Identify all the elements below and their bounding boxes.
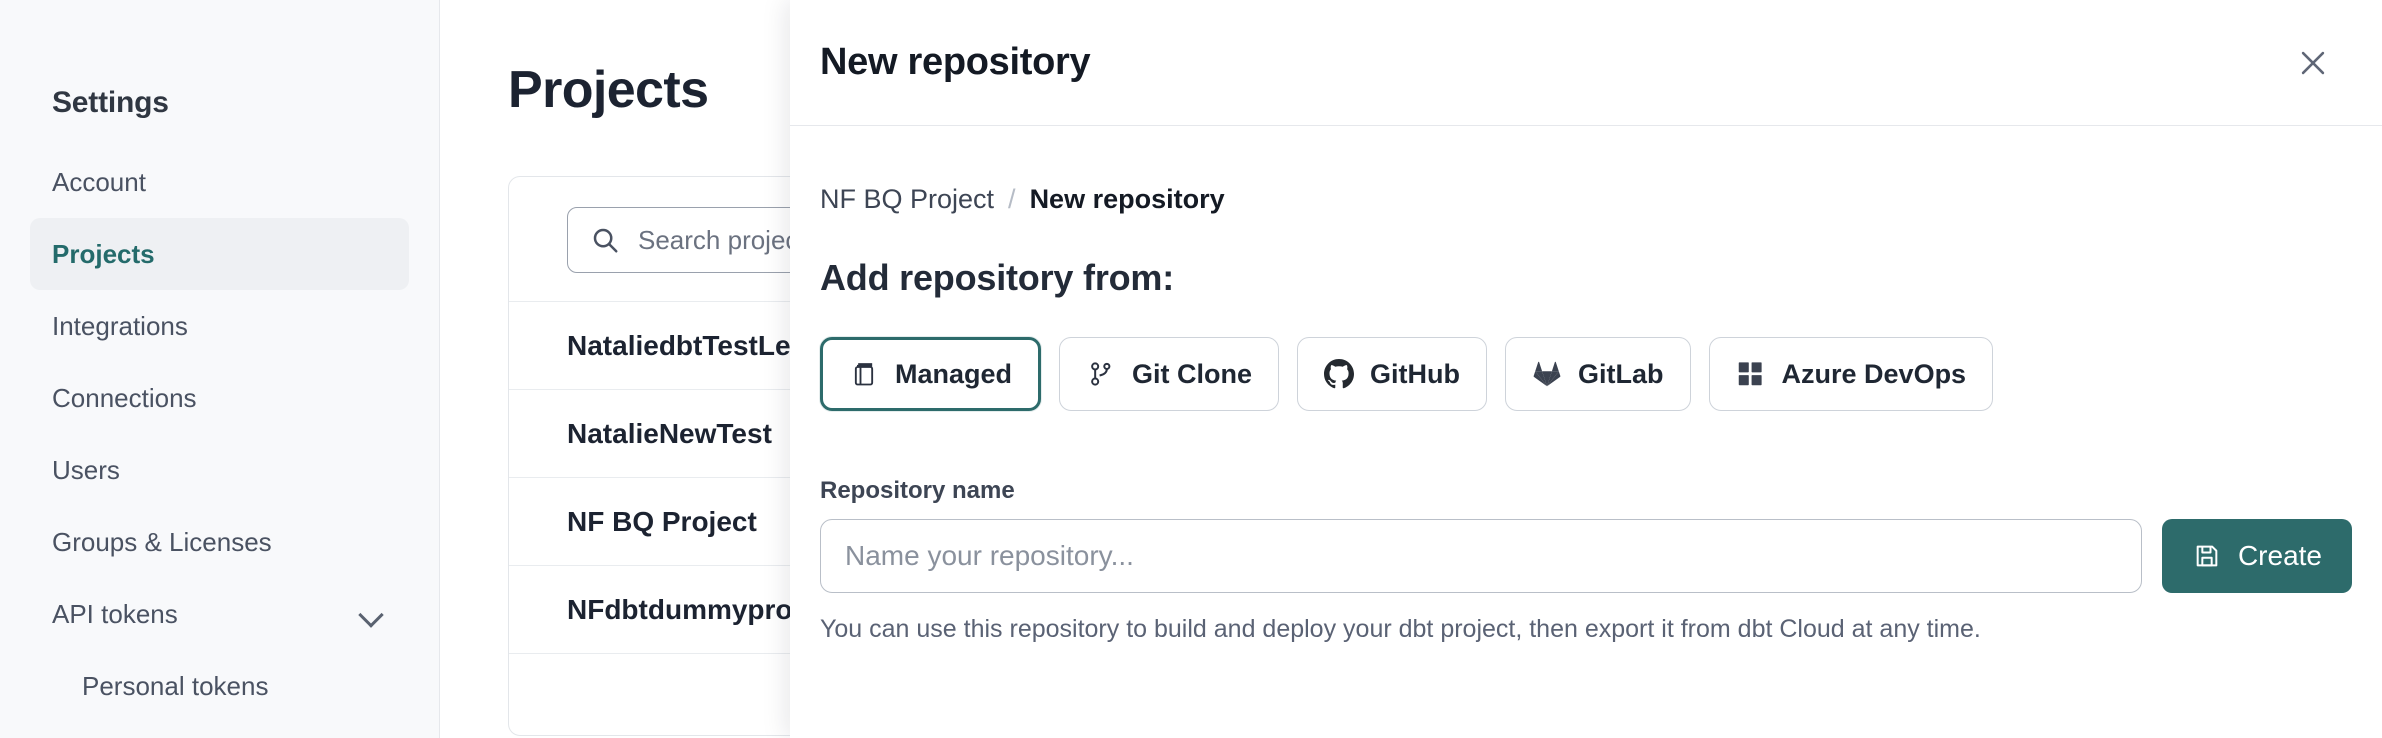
new-repository-modal: New repository NF BQ Project / New repos… — [790, 0, 2382, 738]
repository-help-text: You can use this repository to build and… — [820, 615, 1981, 643]
create-button[interactable]: Create — [2161, 519, 2352, 593]
repository-name-label: Repository name — [820, 477, 1015, 504]
provider-button-git-clone[interactable]: Git Clone — [1059, 337, 1280, 411]
sidebar-item-label: Projects — [52, 238, 155, 269]
sidebar-item-label: Integrations — [52, 310, 188, 341]
sidebar-item-users[interactable]: Users — [30, 434, 409, 506]
page-title: Projects — [508, 61, 709, 119]
provider-button-managed[interactable]: Managed — [820, 337, 1042, 411]
create-button-label: Create — [2237, 540, 2322, 571]
project-name: NatalieNewTest — [567, 417, 772, 449]
provider-label: Azure DevOps — [1781, 358, 1967, 389]
breadcrumb-parent-link[interactable]: NF BQ Project — [820, 184, 995, 214]
repository-name-row: Create — [820, 519, 2352, 593]
breadcrumb: NF BQ Project / New repository — [820, 184, 2352, 215]
modal-header: New repository — [790, 0, 2382, 126]
git-clone-icon — [1086, 359, 1116, 389]
sidebar-item-personal-tokens[interactable]: Personal tokens — [30, 650, 409, 722]
close-icon[interactable] — [2286, 36, 2340, 90]
sidebar-item-label: Users — [52, 454, 120, 485]
provider-button-gitlab[interactable]: GitLab — [1505, 337, 1691, 411]
breadcrumb-current: New repository — [1029, 184, 1225, 214]
provider-label: GitLab — [1578, 358, 1664, 389]
sidebar-item-connections[interactable]: Connections — [30, 362, 409, 434]
save-icon — [2192, 541, 2222, 571]
sidebar-item-label: Groups & Licenses — [52, 526, 272, 557]
provider-button-azure-devops[interactable]: Azure DevOps — [1708, 337, 1994, 411]
provider-button-github[interactable]: GitHub — [1297, 337, 1488, 411]
project-name: NF BQ Project — [567, 505, 757, 537]
sidebar-item-groups-licenses[interactable]: Groups & Licenses — [30, 506, 409, 578]
repository-name-input[interactable] — [820, 519, 2142, 593]
provider-label: GitHub — [1370, 358, 1461, 389]
sidebar-item-label: Connections — [52, 382, 197, 413]
chevron-down-icon[interactable] — [359, 606, 385, 622]
provider-label: Git Clone — [1132, 358, 1253, 389]
github-icon — [1324, 359, 1355, 389]
sidebar-item-api-tokens[interactable]: API tokens — [30, 578, 409, 650]
modal-body: NF BQ Project / New repository Add repos… — [790, 126, 2382, 738]
sidebar-title: Settings — [52, 86, 169, 119]
sidebar-item-label: Account — [52, 166, 146, 197]
provider-label: Managed — [895, 358, 1013, 389]
sidebar-item-label: API tokens — [52, 598, 178, 629]
search-icon — [590, 225, 620, 255]
breadcrumb-separator: / — [1008, 184, 1016, 214]
settings-sidebar: Settings Account Projects Integrations C… — [0, 0, 440, 738]
sidebar-nav: Account Projects Integrations Connection… — [30, 146, 409, 722]
modal-title: New repository — [820, 41, 1091, 83]
sidebar-item-account[interactable]: Account — [30, 146, 409, 218]
gitlab-icon — [1532, 359, 1562, 389]
provider-options: Managed Git Clone — [820, 337, 2352, 411]
sidebar-item-projects[interactable]: Projects — [30, 218, 409, 290]
sidebar-item-integrations[interactable]: Integrations — [30, 290, 409, 362]
sidebar-item-label: Personal tokens — [82, 670, 269, 701]
azure-devops-icon — [1736, 359, 1766, 389]
add-repository-heading: Add repository from: — [820, 257, 1175, 298]
managed-repo-icon — [849, 359, 879, 389]
